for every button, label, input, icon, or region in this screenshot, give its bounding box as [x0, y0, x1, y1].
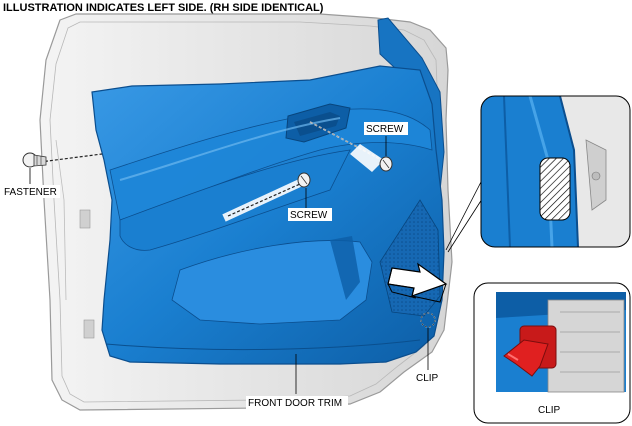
- screw-icon: [379, 156, 393, 172]
- removal-direction-arrow-icon: [387, 262, 448, 303]
- screw-upper-label: SCREW: [366, 124, 404, 135]
- screw-upper-callout: SCREW: [309, 121, 408, 172]
- fastener-callout: FASTENER: [2, 152, 103, 198]
- front-door-trim-callout: FRONT DOOR TRIM: [246, 354, 348, 409]
- inset-detail-clip: CLIP: [473, 282, 631, 424]
- inset-leader-line: [445, 179, 483, 251]
- screw-lower-callout: SCREW: [222, 172, 332, 222]
- inset-leader-line: [447, 195, 485, 253]
- fastener-icon: [22, 152, 47, 168]
- clip-callout: CLIP: [414, 312, 444, 384]
- clip-label: CLIP: [416, 373, 439, 384]
- fastener-label: FASTENER: [4, 187, 57, 198]
- header-title: ILLUSTRATION INDICATES LEFT SIDE. (RH SI…: [3, 2, 324, 14]
- inset-clip-label: CLIP: [538, 405, 561, 416]
- clip-icon: [503, 325, 557, 377]
- screw-icon: [297, 172, 311, 188]
- screw-lower-label: SCREW: [290, 210, 328, 221]
- front-door-trim-panel: [91, 65, 445, 365]
- inset-detail-clip-location: [480, 95, 631, 248]
- front-door-trim-label: FRONT DOOR TRIM: [248, 398, 342, 409]
- header: ILLUSTRATION INDICATES LEFT SIDE. (RH SI…: [0, 0, 324, 14]
